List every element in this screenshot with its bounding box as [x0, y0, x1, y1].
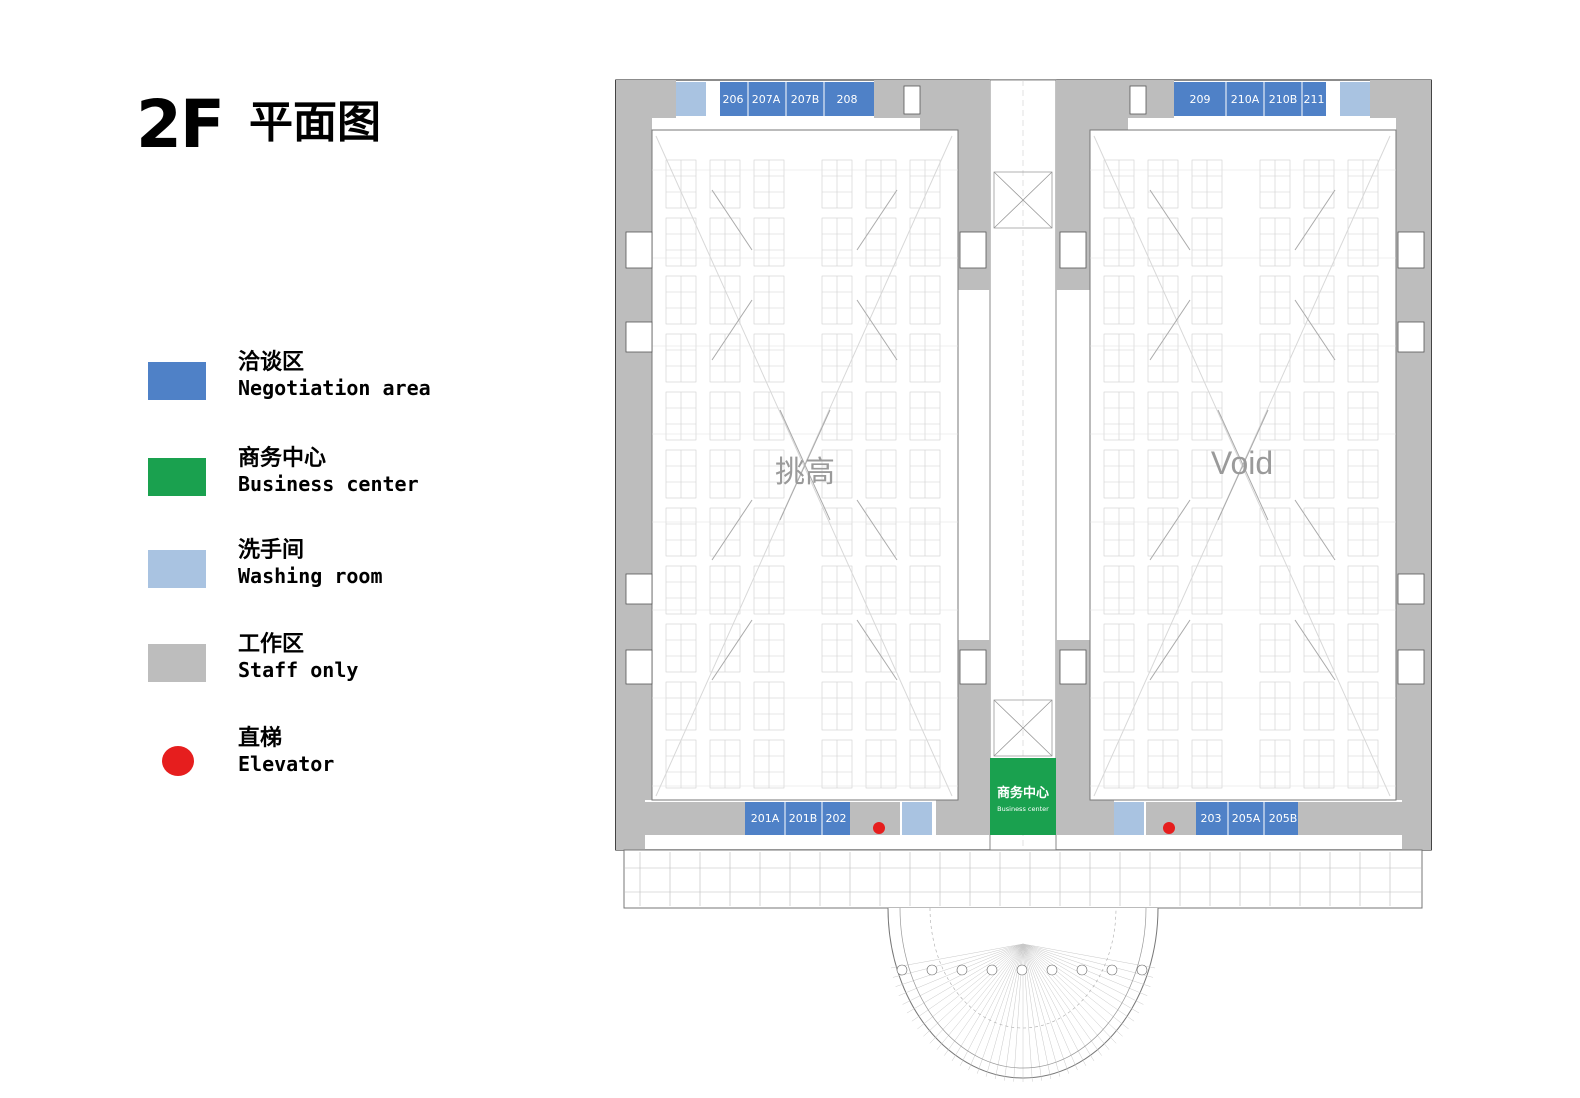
legend-en-label: Staff only: [238, 658, 359, 682]
escalator-void-top: [993, 171, 1053, 229]
business-center-label-en: Business center: [997, 805, 1049, 813]
plan-label: 平面图: [249, 97, 382, 148]
negotiation-block-bottom-left: [745, 802, 850, 835]
room-label: 208: [837, 93, 858, 106]
room-dividers: [747, 82, 1303, 835]
washing-room-bottom-right: [1114, 802, 1144, 835]
hall-left-frame: [651, 129, 959, 801]
legend-en-label: Washing room: [238, 564, 383, 588]
negotiation-block-top-left: [720, 82, 874, 116]
washing-room-top-right: [1340, 82, 1370, 116]
room-label: 209: [1190, 93, 1211, 106]
room-label: 201A: [751, 812, 780, 825]
business-swatch: [148, 458, 206, 496]
negotiation-block-bottom-right: [1196, 802, 1298, 835]
plaza-inner-arc-2: [929, 907, 1117, 1029]
legend-cn-label: 直梯: [238, 726, 283, 751]
room-label: 203: [1201, 812, 1222, 825]
elevator-dot: [1163, 822, 1175, 834]
room-label: 201B: [789, 812, 818, 825]
washing-swatch: [148, 550, 206, 588]
hall-diagonals: [655, 135, 1391, 797]
business-center: [990, 758, 1056, 835]
business-center-label-cn: 商务中心: [997, 785, 1049, 801]
legend-item-elevator: 直梯 Elevator: [146, 720, 486, 790]
legend-item-negotiation: 洽谈区 Negotiation area: [146, 344, 486, 414]
staff-zone-bottom-right: [1298, 802, 1402, 835]
page-title: 2F 平面图: [136, 86, 381, 163]
front-canopy: [623, 849, 1423, 909]
hall-right-label: Void: [1211, 445, 1273, 481]
room-label: 202: [826, 812, 847, 825]
legend-cn-label: 商务中心: [238, 446, 327, 471]
room-label: 210A: [1231, 93, 1260, 106]
elevator-dot: [162, 746, 194, 776]
legend-en-label: Negotiation area: [238, 376, 431, 400]
negotiation-swatch: [148, 362, 206, 400]
legend-item-staff: 工作区 Staff only: [146, 626, 486, 696]
floor-label: 2F: [136, 86, 225, 163]
core-details: [625, 85, 1425, 685]
room-label: 205B: [1269, 812, 1298, 825]
legend-cn-label: 洗手间: [238, 538, 305, 563]
plaza-rays: [890, 943, 1156, 1082]
staff-swatch: [148, 644, 206, 682]
room-label: 206: [723, 93, 744, 106]
hall-grid: [652, 159, 1396, 789]
legend-item-washing: 洗手间 Washing room: [146, 532, 486, 602]
legend-item-business: 商务中心 Business center: [146, 440, 486, 510]
plaza-inner-arc: [899, 907, 1147, 1069]
room-label: 205A: [1232, 812, 1261, 825]
legend-cn-label: 工作区: [238, 632, 305, 657]
legend-en-label: Elevator: [238, 752, 335, 776]
washing-rooms: [676, 82, 1370, 835]
escalator-void-bottom: [993, 699, 1053, 757]
room-labels: 206 207A 207B 208 209 210A 210B 211 201A…: [723, 93, 1325, 825]
staff-zone-right-lower-core: [1056, 640, 1114, 835]
legend-en-label: Business center: [238, 472, 419, 496]
washing-room-bottom-left: [902, 802, 932, 835]
canopy-grid: [624, 852, 1422, 906]
staff-zone-bottom-left: [645, 802, 745, 835]
room-label: 207B: [791, 93, 820, 106]
elevator-dot: [873, 822, 885, 834]
plaza-axis-markers: [896, 964, 1148, 976]
washing-room-top-left: [676, 82, 706, 116]
staff-zone-left-lower-core: [936, 640, 990, 835]
room-label: 210B: [1269, 93, 1298, 106]
room-label: 211: [1304, 93, 1325, 106]
room-label: 207A: [752, 93, 781, 106]
hall-left-label: 挑高: [775, 455, 835, 490]
legend-cn-label: 洽谈区: [238, 350, 305, 375]
hall-right-frame: [1089, 129, 1397, 801]
negotiation-block-top-right: [1174, 82, 1326, 116]
negotiation-rooms: [720, 82, 1326, 835]
